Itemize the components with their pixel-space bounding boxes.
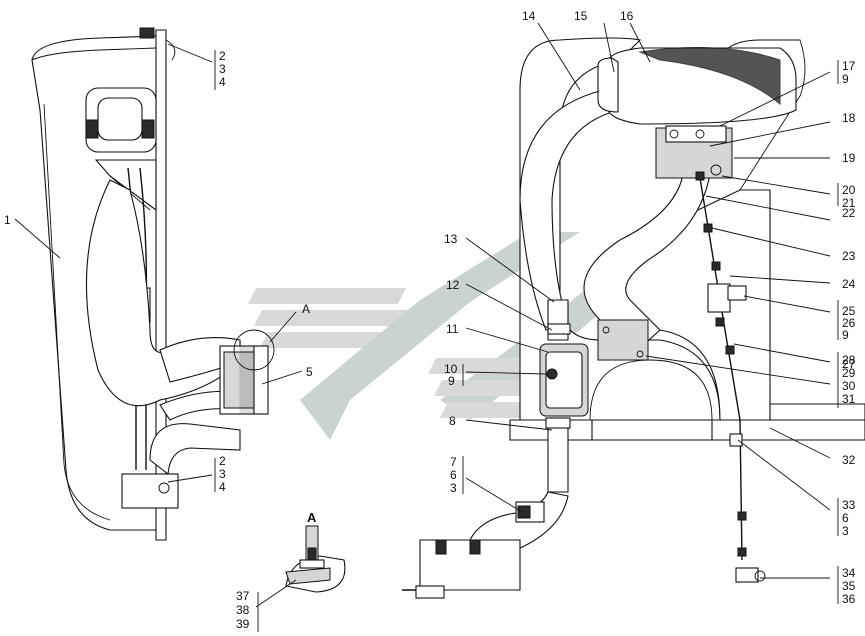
- callout-14: 14: [522, 9, 536, 23]
- callout-5: 5: [306, 365, 313, 379]
- callout-23: 23: [842, 249, 856, 263]
- group-2-3-4-bottom-item-1: 2: [219, 454, 226, 468]
- group-7-6-3-item-3: 3: [450, 481, 457, 495]
- group-2-3-4-bottom-item-2: 3: [219, 467, 226, 481]
- callout-24: 24: [842, 277, 856, 291]
- group-34-36-item-2: 35: [842, 579, 856, 593]
- group-25-26-9-item-1: 25: [842, 304, 856, 318]
- group-2-3-4-top-item-3: 4: [219, 75, 226, 89]
- group-20-21-item-1: 20: [842, 183, 856, 197]
- callout-labels: 1 5 8 11 12 13 14 15 16 18 19 22 23 24 2…: [4, 9, 856, 525]
- group-17-9-item-1: 17: [842, 59, 856, 73]
- group-33-6-3-item-3: 3: [842, 524, 849, 538]
- callout-18: 18: [842, 111, 856, 125]
- group-37-39-item-3: 39: [236, 617, 250, 631]
- detail-title-a: A: [307, 510, 317, 525]
- group-7-6-3-item-2: 6: [450, 468, 457, 482]
- callout-19: 19: [842, 151, 856, 165]
- group-33-6-3-item-1: 33: [842, 498, 856, 512]
- group-34-36-item-1: 34: [842, 566, 856, 580]
- group-7-6-3-item-1: 7: [450, 455, 457, 469]
- group-10-9-item-1: 10: [444, 362, 458, 376]
- callout-11: 11: [446, 322, 459, 336]
- callout-15: 15: [574, 9, 588, 23]
- callout-1: 1: [4, 213, 11, 227]
- right-filter-assembly: [402, 37, 865, 599]
- group-28-31-item-3: 30: [842, 379, 856, 393]
- callout-22: 22: [842, 206, 856, 220]
- leader-lines: [14, 22, 831, 608]
- group-28-31-item-4: 31: [842, 392, 856, 406]
- left-tank-assembly: [31, 27, 275, 541]
- detail-view-a: [285, 525, 346, 593]
- callout-8: 8: [449, 414, 456, 428]
- group-28-31-item-2: 29: [842, 366, 856, 380]
- group-28-31-item-1: 28: [842, 353, 856, 367]
- callout-27: 27: [842, 357, 856, 371]
- group-2-3-4-top-item-2: 3: [219, 62, 226, 76]
- view-marker-a: A: [302, 302, 310, 316]
- group-25-26-9-item-3: 9: [842, 328, 849, 342]
- group-17-9-item-2: 9: [842, 72, 849, 86]
- callout-12: 12: [446, 278, 460, 292]
- group-33-6-3-item-2: 6: [842, 511, 849, 525]
- group-34-36-item-3: 36: [842, 592, 856, 606]
- group-2-3-4-top-item-1: 2: [219, 49, 226, 63]
- group-2-3-4-bottom-item-3: 4: [219, 480, 226, 494]
- group-labels: 2 3 4 2 3 4 17 9 20 21 25 26 9 28 29 30 …: [219, 49, 856, 631]
- group-10-9-item-2: 9: [448, 374, 455, 388]
- group-37-39-item-2: 38: [236, 603, 250, 617]
- callout-13: 13: [444, 232, 458, 246]
- group-bars: [214, 50, 839, 632]
- group-25-26-9-item-2: 26: [842, 316, 856, 330]
- callout-16: 16: [620, 9, 634, 23]
- group-37-39-item-1: 37: [236, 589, 250, 603]
- group-20-21-item-2: 21: [842, 196, 856, 210]
- callout-32: 32: [842, 453, 856, 467]
